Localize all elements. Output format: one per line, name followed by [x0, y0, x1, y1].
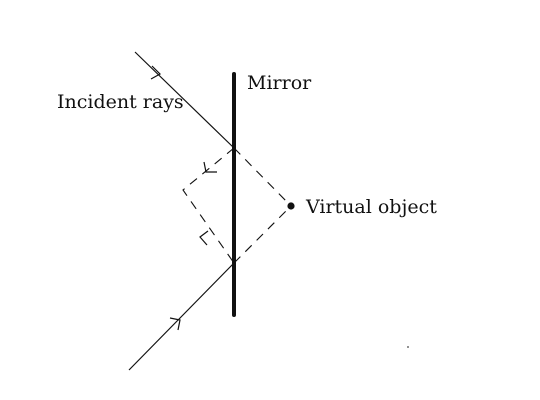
- dashed-extension-lower: [233, 205, 292, 264]
- dashed-extension-upper: [233, 147, 292, 207]
- incident-ray-upper-arrow: [150, 65, 161, 80]
- incident-rays-label: Incident rays: [57, 91, 184, 113]
- dashed-reflected-rays: [182, 147, 235, 264]
- virtual-object-point: [287, 202, 295, 210]
- speck: [407, 346, 409, 348]
- incident-ray-upper: [134, 51, 235, 149]
- reflected-ray-lower-arrow: [199, 230, 209, 246]
- incident-ray-lower: [128, 262, 235, 371]
- incident-ray-lower-arrow: [169, 317, 181, 331]
- mirror-label: Mirror: [247, 72, 312, 94]
- reflected-ray-upper-arrow: [203, 161, 217, 173]
- virtual-object-label: Virtual object: [305, 196, 437, 218]
